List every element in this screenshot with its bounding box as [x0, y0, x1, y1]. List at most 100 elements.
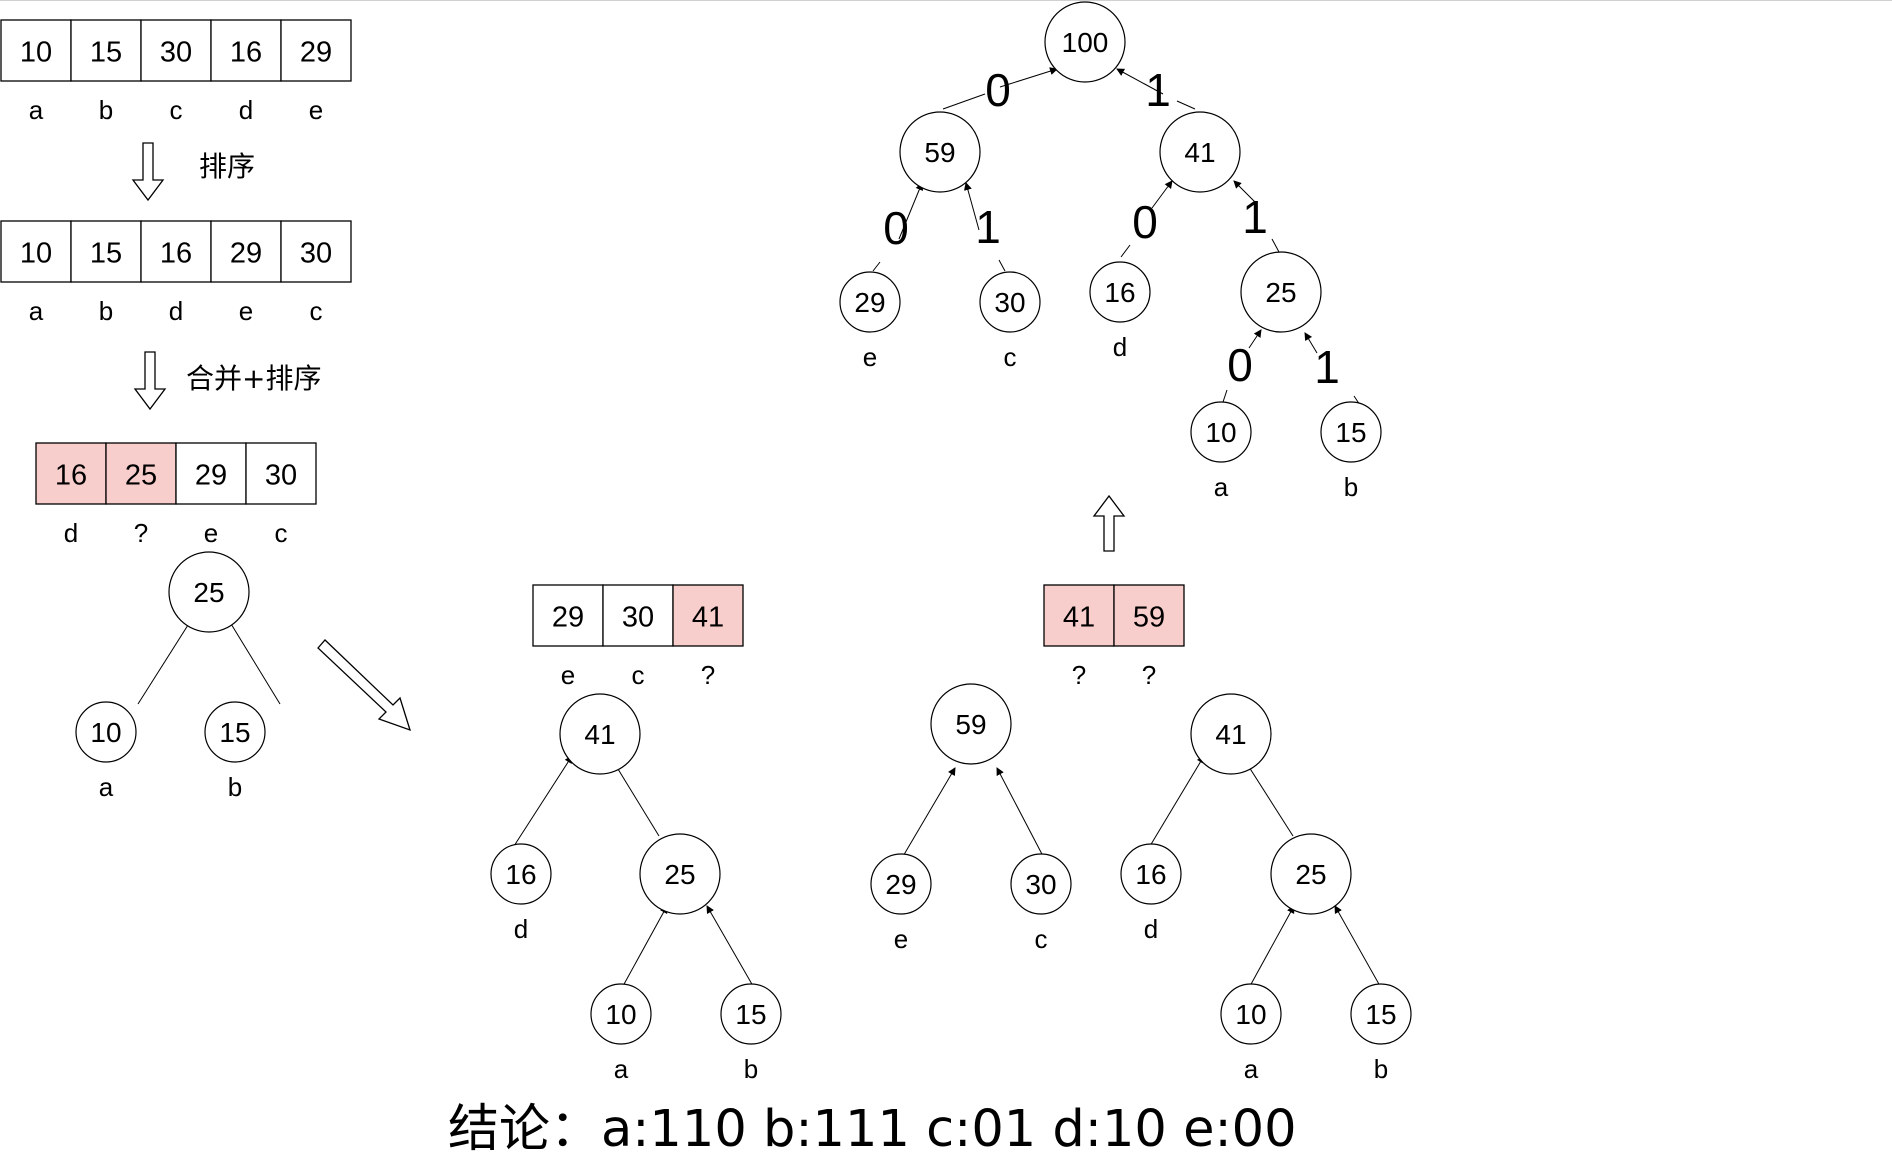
tree-step-2: 41 16 25 10 15 d a b: [490, 693, 782, 1084]
leaf-label: c: [1035, 924, 1048, 954]
tree-node: 29: [870, 853, 932, 915]
svg-text:16: 16: [1104, 277, 1135, 308]
tree-node: 25: [168, 551, 250, 633]
tree-node: 41: [559, 693, 641, 775]
tree-node: 10: [590, 983, 652, 1045]
array-cell-value: 29: [300, 37, 332, 69]
leaf-label: a: [99, 772, 114, 802]
svg-text:30: 30: [1025, 869, 1056, 900]
array-cell-value: 10: [20, 238, 52, 270]
up-arrow-icon: [1092, 494, 1126, 552]
array-cell-label: c: [170, 95, 183, 125]
array-cell: [70, 19, 142, 82]
array-cell-value: 30: [265, 460, 297, 492]
leaf-label: c: [1004, 342, 1017, 372]
array-cell: [35, 442, 107, 505]
edge-bit-0: 0: [985, 64, 1011, 116]
array-cell: [672, 584, 744, 647]
svg-text:16: 16: [505, 859, 536, 890]
tree-node: 25: [1240, 251, 1322, 333]
svg-text:59: 59: [955, 709, 986, 740]
leaf-label: e: [894, 924, 908, 954]
svg-text:15: 15: [219, 717, 250, 748]
leaf-label: b: [228, 772, 242, 802]
diagonal-arrow-icon: [317, 639, 412, 732]
array-cell-label: c: [632, 660, 645, 690]
leaf-label: d: [1144, 914, 1158, 944]
tree-node: 25: [1270, 833, 1352, 915]
tree-node: 29: [839, 271, 901, 333]
step-label-merge-sort: 合并+排序: [186, 362, 321, 395]
array-cell-label: a: [29, 95, 44, 125]
array-cell: [280, 19, 352, 82]
edge-bit-1: 1: [975, 201, 1001, 253]
array-cell-value: 16: [160, 238, 192, 270]
tree-node: 16: [1089, 261, 1151, 323]
tree-node: 41: [1159, 111, 1241, 193]
edge-bit-0: 0: [1132, 196, 1158, 248]
array-cell: [1113, 584, 1185, 647]
huffman-tree-final: 0 1 0 1 0 1 0 1 100 59 41 29 30 16: [839, 1, 1382, 502]
tree-node: 59: [899, 111, 981, 193]
tree-node: 59: [930, 683, 1012, 765]
array-cell-label: b: [99, 95, 113, 125]
array-cell-value: 16: [55, 460, 87, 492]
leaf-label: a: [614, 1054, 629, 1084]
leaf-label: b: [1374, 1054, 1388, 1084]
array-cell-value: 30: [622, 602, 654, 634]
tree-node: 16: [490, 843, 552, 905]
leaf-label: d: [1113, 332, 1127, 362]
tree-node: 25: [639, 833, 721, 915]
tree-step-3-left: 59 29 30 e c: [870, 683, 1072, 954]
svg-text:59: 59: [924, 137, 955, 168]
down-arrow-icon: [131, 142, 165, 202]
tree-node: 10: [1190, 401, 1252, 463]
array-cell-label: e: [309, 95, 323, 125]
svg-text:16: 16: [1135, 859, 1166, 890]
svg-text:10: 10: [90, 717, 121, 748]
array-cell-value: 30: [300, 238, 332, 270]
array-cell-label: d: [64, 518, 78, 548]
tree-node: 30: [979, 271, 1041, 333]
array-cell-value: 30: [160, 37, 192, 69]
array-cell-label: ?: [1072, 660, 1086, 690]
array-cell-label: c: [275, 518, 288, 548]
array-merge-step-3: 41?59?: [1043, 584, 1185, 690]
array-cell: [602, 584, 674, 647]
svg-text:10: 10: [605, 999, 636, 1030]
edge-bit-1: 1: [1145, 64, 1171, 116]
tree-node: 16: [1120, 843, 1182, 905]
tree-node: 30: [1010, 853, 1072, 915]
svg-text:10: 10: [1235, 999, 1266, 1030]
tree-step-1: 25 10 15 a b: [75, 551, 281, 802]
svg-text:25: 25: [193, 577, 224, 608]
array-cell-label: ?: [134, 518, 148, 548]
leaf-label: e: [863, 342, 877, 372]
array-cell-value: 29: [230, 238, 262, 270]
leaf-label: a: [1244, 1054, 1259, 1084]
array-cell-label: b: [99, 296, 113, 326]
array-cell-value: 16: [230, 37, 262, 69]
conclusion-text: 结论：a:110 b:111 c:01 d:10 e:00: [448, 1100, 1297, 1155]
svg-text:25: 25: [1295, 859, 1326, 890]
array-cell-value: 10: [20, 37, 52, 69]
array-cell: [245, 442, 317, 505]
svg-text:100: 100: [1062, 27, 1109, 58]
array-cell: [532, 584, 604, 647]
svg-text:15: 15: [735, 999, 766, 1030]
array-cell-label: c: [310, 296, 323, 326]
tree-node: 15: [1350, 983, 1412, 1045]
array-cell: [175, 442, 247, 505]
array-cell-value: 25: [125, 460, 157, 492]
tree-node: 10: [1220, 983, 1282, 1045]
svg-text:29: 29: [854, 287, 885, 318]
array-cell-value: 41: [1063, 602, 1095, 634]
edge-bit-1: 1: [1242, 191, 1268, 243]
leaf-label: d: [514, 914, 528, 944]
down-arrow-icon: [133, 351, 167, 411]
svg-text:25: 25: [664, 859, 695, 890]
array-cell: [210, 220, 282, 283]
